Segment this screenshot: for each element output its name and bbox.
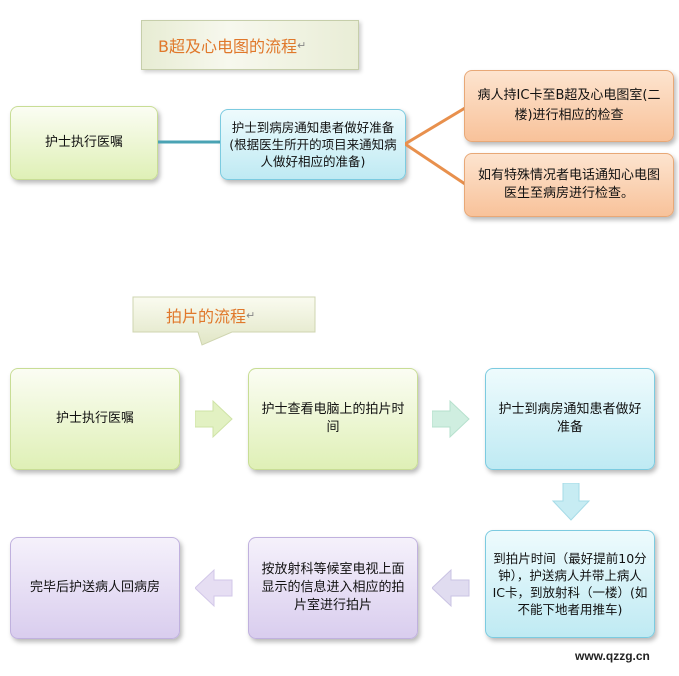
section2-step2-text: 护士查看电脑上的拍片时间 xyxy=(261,402,405,435)
section1-option-a-text: 病人持IC卡至B超及心电图室(二楼)进行相应的检查 xyxy=(477,88,661,123)
section1-start-box: 护士执行医嘱 xyxy=(10,106,158,180)
section1-title-banner: B超及心电图的流程 ↵ xyxy=(141,20,359,70)
section2-step1-box: 护士执行医嘱 xyxy=(10,368,180,470)
section1-branch-lines xyxy=(405,106,466,186)
section2-step6-text: 完毕后护送病人回病房 xyxy=(29,580,160,595)
section1-start-text: 护士执行医嘱 xyxy=(44,135,123,150)
section1-option-b-box: 如有特殊情况者电话通知心电图医生至病房进行检查。 xyxy=(464,153,674,217)
section2-step5-box: 按放射科等候室电视上面显示的信息进入相应的拍片室进行拍片 xyxy=(248,537,418,639)
left-arrow-icon xyxy=(195,568,233,608)
watermark: www.qzzg.cn xyxy=(575,649,650,663)
section2-step4-text: 到拍片时间（最好提前10分钟），护送病人并带上病人IC卡，到放射科（一楼）(如不… xyxy=(492,551,648,617)
return-mark-icon: ↵ xyxy=(296,38,307,52)
down-arrow-icon xyxy=(551,483,591,521)
section1-title: B超及心电图的流程 xyxy=(158,37,297,56)
section2-title: 拍片的流程 xyxy=(166,307,247,326)
section2-step6-box: 完毕后护送病人回病房 xyxy=(10,537,180,639)
section2-step1-text: 护士执行医嘱 xyxy=(55,411,134,426)
section2-step5-text: 按放射科等候室电视上面显示的信息进入相应的拍片室进行拍片 xyxy=(261,562,405,613)
section2-step2-box: 护士查看电脑上的拍片时间 xyxy=(248,368,418,470)
right-arrow-icon xyxy=(195,399,233,439)
section1-option-b-text: 如有特殊情况者电话通知心电图医生至病房进行检查。 xyxy=(477,168,660,201)
section1-middle-text: 护士到病房通知患者做好准备(根据医生所开的项目来通知病人做好相应的准备) xyxy=(229,120,397,169)
section1-connector-line xyxy=(158,140,222,144)
section1-middle-box: 护士到病房通知患者做好准备(根据医生所开的项目来通知病人做好相应的准备) xyxy=(220,109,406,180)
right-arrow-icon xyxy=(432,399,470,439)
section1-option-a-box: 病人持IC卡至B超及心电图室(二楼)进行相应的检查 xyxy=(464,70,674,142)
section2-step3-text: 护士到病房通知患者做好准备 xyxy=(498,402,642,435)
return-mark-icon: ↵ xyxy=(246,308,256,322)
section2-title-callout: 拍片的流程 ↵ xyxy=(132,296,316,346)
section2-step3-box: 护士到病房通知患者做好准备 xyxy=(485,368,655,470)
left-arrow-icon xyxy=(432,568,470,608)
section2-step4-box: 到拍片时间（最好提前10分钟），护送病人并带上病人IC卡，到放射科（一楼）(如不… xyxy=(485,530,655,638)
